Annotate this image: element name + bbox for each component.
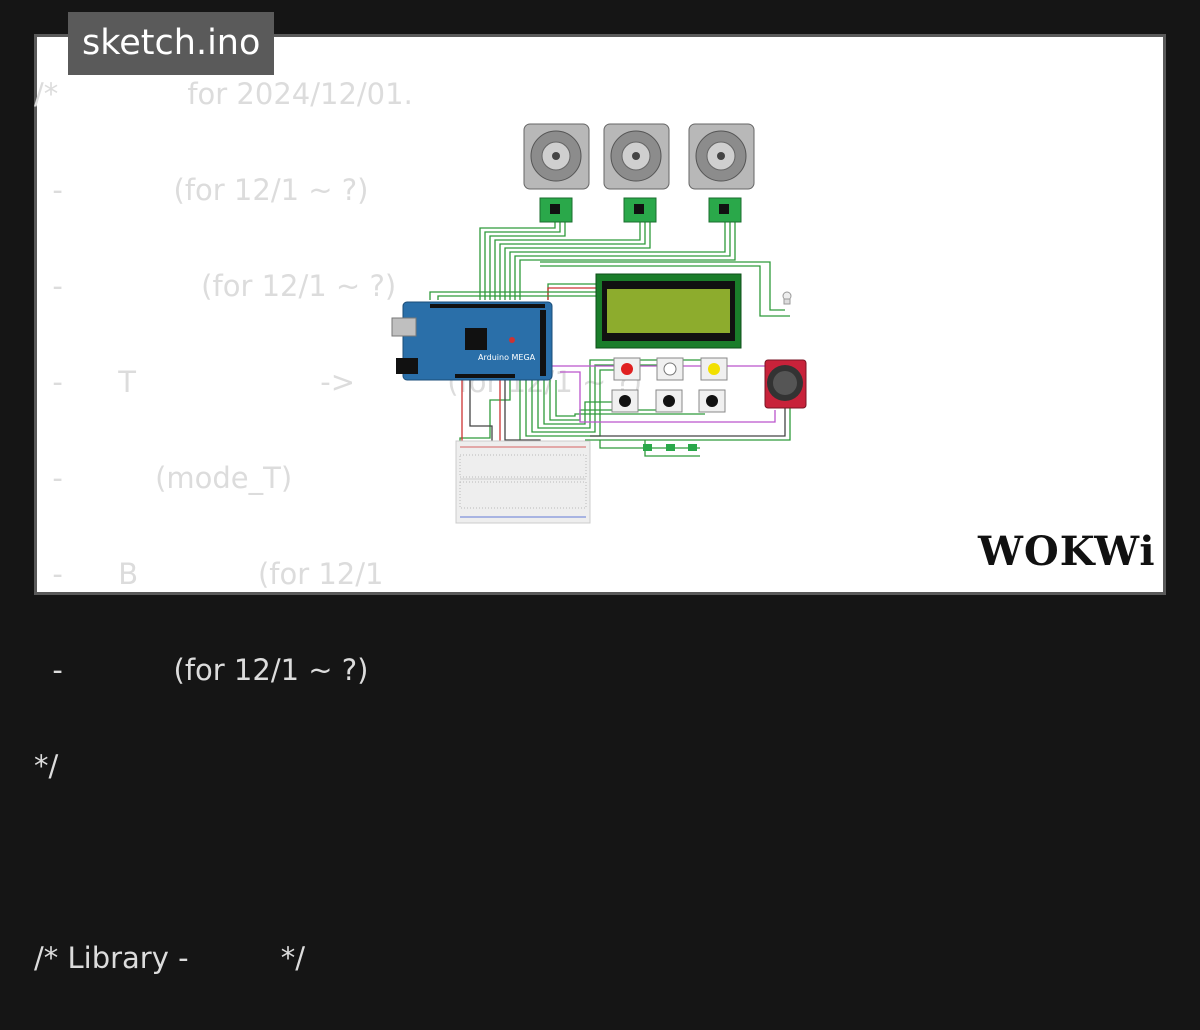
a4988-driver[interactable] [708,197,742,223]
stepper-motors [523,123,755,190]
pushbutton-black[interactable] [698,389,726,413]
circuit-diagram: Arduino MEGA [391,123,807,524]
code-line: */ [34,749,59,783]
joystick[interactable] [764,359,807,409]
file-name-tab[interactable]: sketch.ino [68,12,275,75]
wokwi-logo: WOKWi [978,528,1156,575]
code-line: - (for 12/1 ~ ?) [34,269,397,303]
pushbuttons [611,357,728,413]
stepper-motor[interactable] [603,123,670,190]
pushbutton-black[interactable] [611,389,639,413]
pushbutton-yellow[interactable] [700,357,728,381]
lcd-2004[interactable] [595,273,742,349]
a4988-driver[interactable] [539,197,573,223]
pushbutton-red[interactable] [613,357,641,381]
arduino-mega[interactable]: Arduino MEGA [391,301,553,381]
small-resistors [643,444,697,451]
pushbutton-white[interactable] [656,357,684,381]
stepper-drivers [539,197,742,223]
stepper-motor[interactable] [523,123,590,190]
breadboard[interactable] [455,440,591,524]
wire-harness [429,222,791,457]
code-line: - B (for 12/1 [34,557,384,591]
code-line: - (mode_T) [34,461,293,495]
board-label: Arduino MEGA [478,353,536,362]
led[interactable] [782,291,792,305]
code-line: /* Library - */ [34,941,306,975]
a4988-driver[interactable] [623,197,657,223]
code-line: - (for 12/1 ~ ?) [34,173,369,207]
code-line: /* for 2024/12/01. [34,77,413,111]
code-line: - (for 12/1 ~ ?) [34,653,369,687]
code-line [34,838,642,886]
pushbutton-black[interactable] [655,389,683,413]
stepper-motor[interactable] [688,123,755,190]
